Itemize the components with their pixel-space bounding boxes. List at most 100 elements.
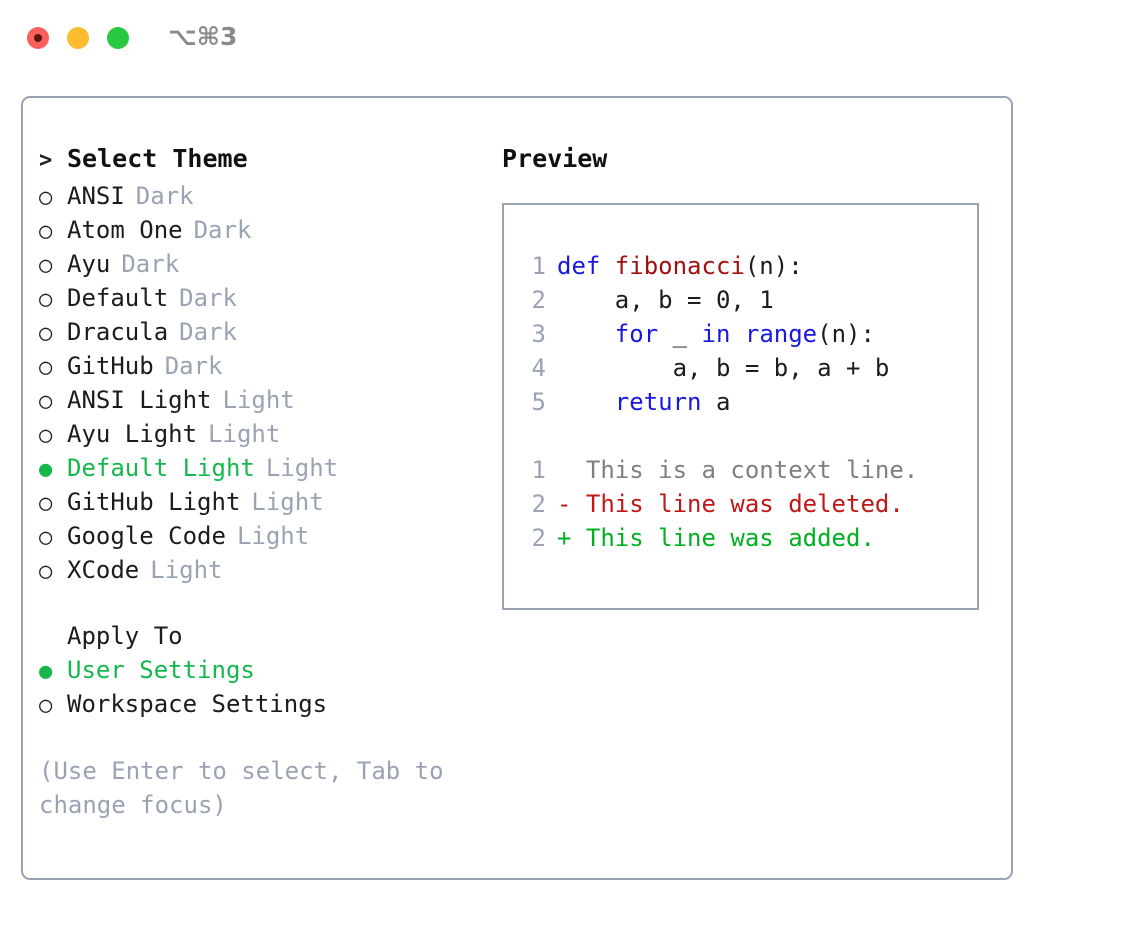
theme-variant-badge: Light bbox=[150, 556, 223, 584]
code-token-plain: _ bbox=[658, 320, 702, 348]
diff-block: 1 This is a context line.2- This line wa… bbox=[516, 453, 919, 555]
radio-unselected-icon: ○ bbox=[39, 389, 53, 414]
diff-line-del: 2- This line was deleted. bbox=[516, 487, 918, 521]
select-theme-header: > Select Theme bbox=[39, 144, 499, 182]
diff-sign: + bbox=[557, 524, 572, 552]
theme-variant-badge: Light bbox=[265, 454, 339, 482]
radio-unselected-icon: ○ bbox=[39, 693, 53, 718]
radio-unselected-icon: ○ bbox=[39, 559, 53, 584]
line-number: 1 bbox=[531, 456, 546, 484]
radio-unselected-icon: ○ bbox=[39, 287, 53, 312]
radio-unselected-icon: ○ bbox=[39, 185, 53, 210]
apply-to-option-workspace-settings[interactable]: ○ Workspace Settings bbox=[39, 690, 499, 724]
line-number: 1 bbox=[531, 252, 546, 280]
theme-variant-badge: Light bbox=[222, 386, 295, 414]
theme-variant-badge: Dark bbox=[121, 250, 180, 278]
theme-option-ansi-light[interactable]: ○ ANSI Light Light bbox=[39, 386, 499, 420]
theme-variant-badge: Dark bbox=[135, 182, 194, 210]
theme-option-label: XCode bbox=[67, 556, 140, 584]
theme-option-ansi[interactable]: ○ ANSI Dark bbox=[39, 182, 499, 216]
code-token-plain bbox=[730, 320, 744, 348]
theme-variant-badge: Light bbox=[208, 420, 281, 448]
code-line: 1 def fibonacci(n): bbox=[516, 249, 918, 283]
select-theme-title: Select Theme bbox=[67, 144, 248, 173]
code-token-plain: a, b = b, a + b bbox=[557, 354, 890, 382]
theme-option-atom-one[interactable]: ○ Atom One Dark bbox=[39, 216, 499, 250]
line-number: 2 bbox=[531, 524, 546, 552]
apply-to-option-label: User Settings bbox=[67, 656, 255, 684]
theme-option-github-light[interactable]: ○ GitHub Light Light bbox=[39, 488, 499, 522]
radio-unselected-icon: ○ bbox=[39, 355, 53, 380]
preview-title: Preview bbox=[502, 144, 608, 173]
theme-variant-badge: Light bbox=[251, 488, 324, 516]
code-token-plain bbox=[557, 388, 615, 416]
apply-to-section: Apply To ●User Settings ○ Workspace Settin… bbox=[39, 622, 499, 724]
code-line-content: for _ in range(n): bbox=[557, 317, 875, 351]
preview-box: 1 def fibonacci(n): 2 a, b = 0, 1 3 for _ i… bbox=[502, 203, 979, 610]
minimize-button[interactable] bbox=[67, 27, 89, 49]
title-bar: ⌥⌘3 bbox=[0, 0, 1140, 78]
code-line-content: return a bbox=[557, 385, 731, 419]
theme-option-ayu-light[interactable]: ○ Ayu Light Light bbox=[39, 420, 499, 454]
theme-option-label: GitHub Light bbox=[67, 488, 241, 516]
code-sample: 1 def fibonacci(n): 2 a, b = 0, 1 3 for _ i… bbox=[516, 249, 919, 555]
code-token-plain: a bbox=[701, 388, 731, 416]
code-line: 3 for _ in range(n): bbox=[516, 317, 918, 351]
radio-unselected-icon: ○ bbox=[39, 525, 53, 550]
theme-option-google-code[interactable]: ○ Google Code Light bbox=[39, 522, 499, 556]
radio-unselected-icon: ○ bbox=[39, 491, 53, 516]
line-number: 3 bbox=[531, 320, 546, 348]
line-number: 4 bbox=[531, 354, 546, 382]
theme-option-ayu[interactable]: ○ Ayu Dark bbox=[39, 250, 499, 284]
code-token-kw: return bbox=[614, 388, 702, 416]
apply-to-header: Apply To bbox=[39, 622, 499, 656]
code-token-plain bbox=[557, 320, 615, 348]
code-line-content: def fibonacci(n): bbox=[557, 249, 803, 283]
close-button[interactable] bbox=[27, 27, 49, 49]
diff-sign: - bbox=[557, 490, 572, 518]
theme-variant-badge: Dark bbox=[193, 216, 252, 244]
theme-option-label: GitHub bbox=[67, 352, 154, 380]
diff-line-ctx: 1 This is a context line. bbox=[516, 453, 919, 487]
theme-option-label: Ayu Light bbox=[67, 420, 198, 448]
diff-line-add: 2+ This line was added. bbox=[516, 521, 918, 555]
theme-variant-badge: Dark bbox=[179, 284, 237, 312]
radio-unselected-icon: ○ bbox=[39, 423, 53, 448]
radio-unselected-icon: ○ bbox=[39, 219, 53, 244]
theme-variant-badge: Dark bbox=[179, 318, 237, 346]
radio-unselected-icon: ○ bbox=[39, 253, 53, 278]
window-controls bbox=[27, 27, 129, 49]
apply-to-option-label: Workspace Settings bbox=[67, 690, 328, 718]
theme-option-label: Atom One bbox=[67, 216, 183, 244]
keyboard-hint: (Use Enter to select, Tab to change focu… bbox=[39, 757, 444, 819]
maximize-button[interactable] bbox=[107, 27, 129, 49]
diff-text: This is a context line. bbox=[571, 456, 919, 484]
code-line-content: a, b = b, a + b bbox=[557, 351, 890, 385]
code-line-content: a, b = 0, 1 bbox=[557, 283, 774, 317]
theme-option-label: Dracula bbox=[67, 318, 169, 346]
apply-to-option-user-settings[interactable]: ●User Settings bbox=[39, 656, 499, 690]
theme-variant-badge: Dark bbox=[164, 352, 223, 380]
theme-option-label: Ayu bbox=[67, 250, 111, 278]
theme-option-xcode[interactable]: ○ XCode Light bbox=[39, 556, 499, 590]
code-token-plain: a, b = 0, 1 bbox=[557, 286, 774, 314]
apply-to-option-list: ●User Settings ○ Workspace Settings bbox=[39, 656, 499, 724]
theme-variant-badge: Light bbox=[236, 522, 310, 550]
diff-sign bbox=[557, 453, 571, 487]
code-token-plain: (n): bbox=[744, 252, 803, 280]
code-token-kw: in bbox=[701, 320, 731, 348]
theme-option-label: ANSI bbox=[67, 182, 125, 210]
code-token-kw: def bbox=[557, 252, 615, 280]
theme-option-label: Default Light bbox=[67, 454, 255, 482]
theme-option-label: ANSI Light bbox=[67, 386, 212, 414]
theme-option-github[interactable]: ○ GitHub Dark bbox=[39, 352, 499, 386]
theme-option-label: Google Code bbox=[67, 522, 226, 550]
code-token-kw: for bbox=[614, 320, 659, 348]
